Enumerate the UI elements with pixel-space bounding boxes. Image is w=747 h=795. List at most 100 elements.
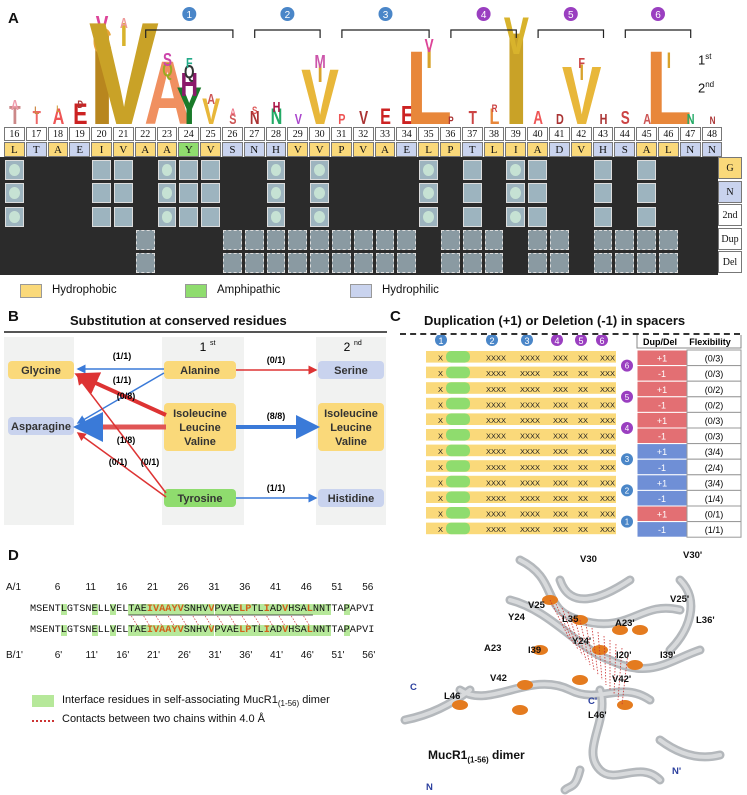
- flex-value: (0/3): [705, 354, 724, 364]
- position-47: 47: [679, 127, 701, 141]
- group-badge: [596, 335, 608, 346]
- sequence-residue: L: [60, 625, 68, 636]
- colony-spot: [528, 229, 547, 250]
- colony-spot: [266, 183, 286, 204]
- group-badge-label: 1: [187, 10, 193, 21]
- sequence-residue: E: [232, 625, 240, 636]
- contact-dashes: [549, 599, 571, 641]
- logo-letter: P: [338, 110, 345, 127]
- logo-letter: D: [556, 110, 564, 127]
- colony-spot: [135, 229, 155, 250]
- structure-label: C': [588, 696, 597, 707]
- logo-letter: C: [92, 20, 111, 62]
- contact-line: [266, 615, 274, 627]
- colony-spot: [353, 229, 373, 250]
- sequence-residue: A: [165, 604, 172, 615]
- position-42: 42: [570, 127, 592, 141]
- sequence-residue: A: [165, 625, 172, 636]
- logo-letter: A: [207, 90, 215, 107]
- colony-spot: [332, 253, 351, 274]
- logo-letter: S: [252, 105, 258, 118]
- residue-24: Y: [178, 142, 200, 157]
- group-badge-label: 4: [625, 424, 630, 433]
- colony-spot: [223, 253, 242, 274]
- sequence-residue: T: [251, 604, 258, 615]
- sequence-residue: P: [214, 625, 221, 636]
- group-badge-label: 5: [578, 336, 583, 346]
- spacer-text: XXX: [600, 463, 615, 472]
- sequence-residue: Y: [171, 604, 178, 615]
- colony-spot: [310, 206, 329, 227]
- spacer-text: X: [438, 478, 443, 487]
- group-bracket: [254, 29, 321, 38]
- group-badge: [621, 453, 633, 466]
- spacer-text: XXXX: [520, 463, 540, 472]
- position-19: 19: [69, 127, 91, 141]
- spacer-text: XXXX: [520, 354, 540, 363]
- node-ilv-first-text: Isoleucine: [173, 408, 227, 420]
- logo-letter: Q: [162, 60, 173, 81]
- colony-spot: [5, 206, 24, 227]
- spacer-text: XXX: [553, 525, 568, 534]
- position-33: 33: [374, 127, 396, 141]
- row-label: G: [718, 157, 742, 179]
- colony-spot: [201, 206, 220, 227]
- legend-swatch: [20, 284, 42, 298]
- sequence-residue: V: [177, 604, 184, 615]
- col-second-sup: nd: [354, 340, 362, 347]
- spacer-text: X: [438, 385, 443, 394]
- logo-letter: N: [271, 104, 283, 129]
- colony-plate-grid: [0, 157, 718, 275]
- logo-letter: A: [230, 107, 236, 120]
- residue-16: L: [4, 142, 25, 157]
- row-label: Dup: [718, 227, 742, 250]
- group-badge: [621, 422, 633, 434]
- group-badge: [575, 335, 587, 346]
- tick-label: 51: [331, 582, 343, 593]
- panel-c-title: Duplication (+1) or Deletion (-1) in spa…: [424, 313, 686, 328]
- sequence-residue: V: [177, 625, 184, 636]
- spacer-text: XXXX: [520, 510, 540, 519]
- logo-letter: V: [359, 108, 368, 129]
- sequence-residue: P: [343, 604, 350, 615]
- spacer-text: XX: [578, 510, 588, 519]
- sequence-residue: E: [140, 625, 148, 636]
- position-31: 31: [331, 127, 352, 141]
- group-badge: [486, 335, 498, 346]
- tick-label: 21': [147, 650, 161, 661]
- rank-second-label: 2nd: [698, 80, 715, 96]
- contact-dashes: [597, 631, 603, 681]
- position-32: 32: [352, 127, 374, 141]
- spacer-bar: [426, 475, 616, 488]
- contact-dashes: [613, 643, 617, 696]
- residue-19: E: [69, 142, 91, 157]
- contact-line: [217, 615, 224, 627]
- sequence-residue: I: [263, 604, 271, 615]
- contact-line: [192, 615, 200, 627]
- spacer-text: XXX: [600, 510, 615, 519]
- spacer-text: XXXX: [486, 447, 506, 456]
- structure-label: Y24: [508, 612, 526, 623]
- amphipathic-block: [446, 522, 470, 535]
- structure-label: V30: [580, 554, 597, 565]
- structure-title: MucR1(1-56) dimer: [428, 748, 525, 765]
- sequence-residue: D: [276, 625, 283, 636]
- position-48: 48: [701, 127, 723, 141]
- position-28: 28: [265, 127, 287, 141]
- sequence-residue: E: [91, 604, 98, 615]
- group-badge-label: 2: [625, 486, 630, 495]
- edge-label: (8/8): [267, 411, 286, 421]
- dupdel-value: -1: [658, 369, 666, 379]
- sequence-residue: T: [128, 604, 135, 615]
- helix-ribbon-highlight: [658, 738, 722, 759]
- colony-spot: [419, 160, 438, 180]
- sequence-residue: N: [189, 604, 197, 615]
- sequence-residue: P: [355, 625, 363, 636]
- position-38: 38: [483, 127, 505, 141]
- group-badge-label: 5: [625, 393, 630, 402]
- residue-36: P: [440, 142, 461, 157]
- dupdel-value: +1: [657, 354, 667, 364]
- colony-spot: [419, 206, 438, 227]
- structure-label: V30': [683, 550, 702, 561]
